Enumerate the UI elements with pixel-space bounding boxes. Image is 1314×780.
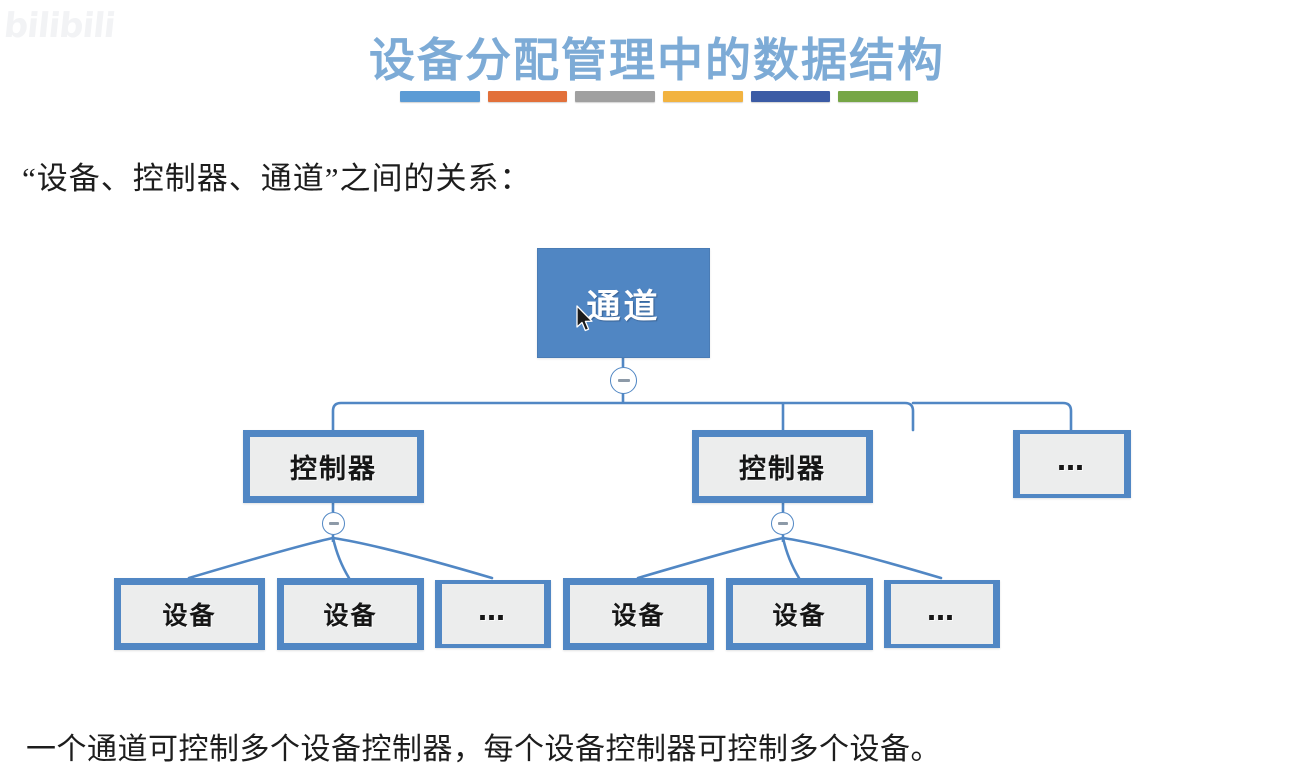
- node-device-3-label: 设备: [570, 585, 707, 643]
- node-device-3[interactable]: 设备: [563, 578, 714, 650]
- accent-bar-gray: [575, 91, 656, 102]
- device-allocation-tree-diagram: 通道 控制器 控制器 … 设备 设备 …: [0, 230, 1314, 670]
- minus-icon: [617, 379, 630, 382]
- accent-bar-amber: [663, 91, 743, 102]
- node-channel[interactable]: 通道: [537, 248, 710, 358]
- node-controller-2-label: 控制器: [699, 437, 866, 496]
- collapse-handle-channel[interactable]: [610, 367, 637, 394]
- node-device-4[interactable]: 设备: [726, 578, 873, 650]
- node-device-more-2[interactable]: …: [884, 580, 1000, 648]
- relationship-subtitle: “设备、控制器、通道”之间的关系：: [22, 161, 532, 196]
- node-device-1[interactable]: 设备: [114, 578, 265, 650]
- node-device-more-1-label: …: [442, 584, 544, 644]
- accent-bar-navy: [750, 91, 831, 102]
- node-device-4-label: 设备: [733, 585, 866, 643]
- node-device-1-label: 设备: [121, 585, 258, 643]
- accent-bar-blue: [400, 91, 480, 102]
- minus-icon: [328, 522, 339, 525]
- node-device-2[interactable]: 设备: [277, 578, 424, 650]
- node-controller-1[interactable]: 控制器: [243, 430, 424, 503]
- node-controller-2[interactable]: 控制器: [692, 430, 873, 503]
- node-device-more-2-label: …: [891, 584, 993, 644]
- node-controller-1-label: 控制器: [250, 437, 417, 496]
- footnote-text: 一个通道可控制多个设备控制器，每个设备控制器可控制多个设备。: [26, 733, 941, 766]
- collapse-handle-controller-1[interactable]: [322, 512, 345, 535]
- node-device-more-1[interactable]: …: [435, 580, 551, 648]
- accent-bar-orange: [487, 91, 568, 102]
- node-controller-more-label: …: [1020, 434, 1124, 494]
- title-accent-bars: [400, 91, 919, 102]
- node-controller-more[interactable]: …: [1013, 430, 1131, 498]
- page-title: 设备分配管理中的数据结构: [369, 35, 945, 86]
- collapse-handle-controller-2[interactable]: [771, 512, 794, 535]
- accent-bar-green: [838, 91, 919, 102]
- minus-icon: [777, 522, 788, 525]
- node-channel-label: 通道: [586, 286, 661, 327]
- node-device-2-label: 设备: [284, 585, 417, 643]
